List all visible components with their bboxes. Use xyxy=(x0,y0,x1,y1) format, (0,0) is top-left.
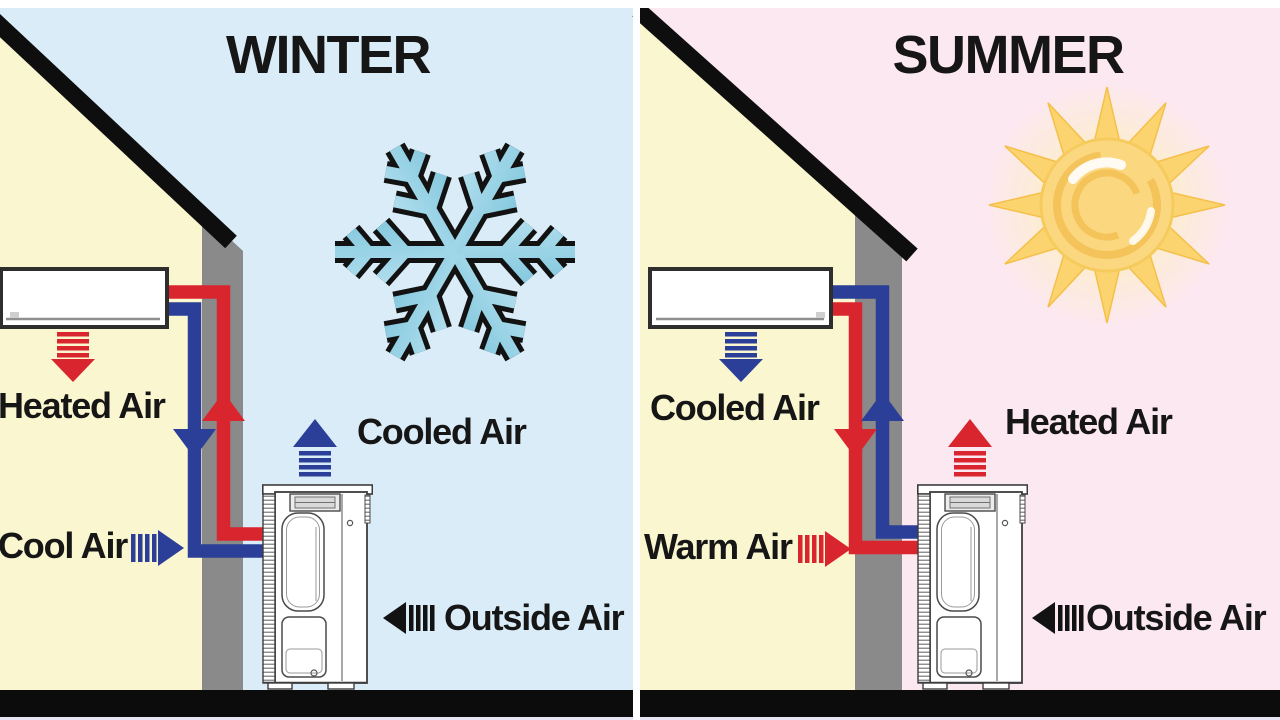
summer-cooled-air-arrow xyxy=(719,332,763,382)
summer-outside-air-arrow xyxy=(1032,602,1084,634)
winter-outside-air-arrow xyxy=(383,602,435,634)
winter-cooled-air-arrow xyxy=(293,419,337,477)
winter-heated-air-arrow xyxy=(51,332,95,382)
winter-hot-line-up-arrow xyxy=(202,392,245,421)
summer-house-interior xyxy=(640,14,855,690)
winter-heated-air-label: Heated Air xyxy=(0,385,166,426)
summer-roof xyxy=(632,3,918,262)
winter-cold-line-down-arrow xyxy=(173,429,216,458)
winter-outside-air-label: Outside Air xyxy=(444,597,625,638)
winter-roof xyxy=(0,13,237,249)
summer-outside-air-label: Outside Air xyxy=(1086,597,1267,638)
summer-heated-air-label: Heated Air xyxy=(1005,401,1173,442)
winter-cool-air-label: Cool Air xyxy=(0,525,128,566)
summer-indoor-unit xyxy=(648,267,833,329)
winter-cool-air-arrow xyxy=(131,530,184,566)
summer-hot-line xyxy=(825,302,918,555)
winter-house-interior xyxy=(0,22,202,690)
summer-warm-air-label: Warm Air xyxy=(644,526,793,567)
top-margin xyxy=(0,0,1280,8)
summer-heated-air-arrow xyxy=(948,419,992,477)
sun-icon xyxy=(985,83,1229,327)
winter-indoor-unit xyxy=(0,267,169,329)
winter-title: WINTER xyxy=(226,25,431,85)
summer-title: SUMMER xyxy=(892,25,1126,85)
summer-hot-line-down-arrow xyxy=(834,429,877,458)
summer-warm-air-arrow xyxy=(798,531,851,567)
summer-cooled-air-label: Cooled Air xyxy=(650,387,820,428)
winter-outdoor-unit xyxy=(262,484,373,690)
summer-cold-line-up-arrow xyxy=(861,392,904,421)
panel-divider xyxy=(633,0,640,720)
summer-outdoor-unit xyxy=(917,484,1028,690)
winter-cooled-air-label: Cooled Air xyxy=(357,411,527,452)
